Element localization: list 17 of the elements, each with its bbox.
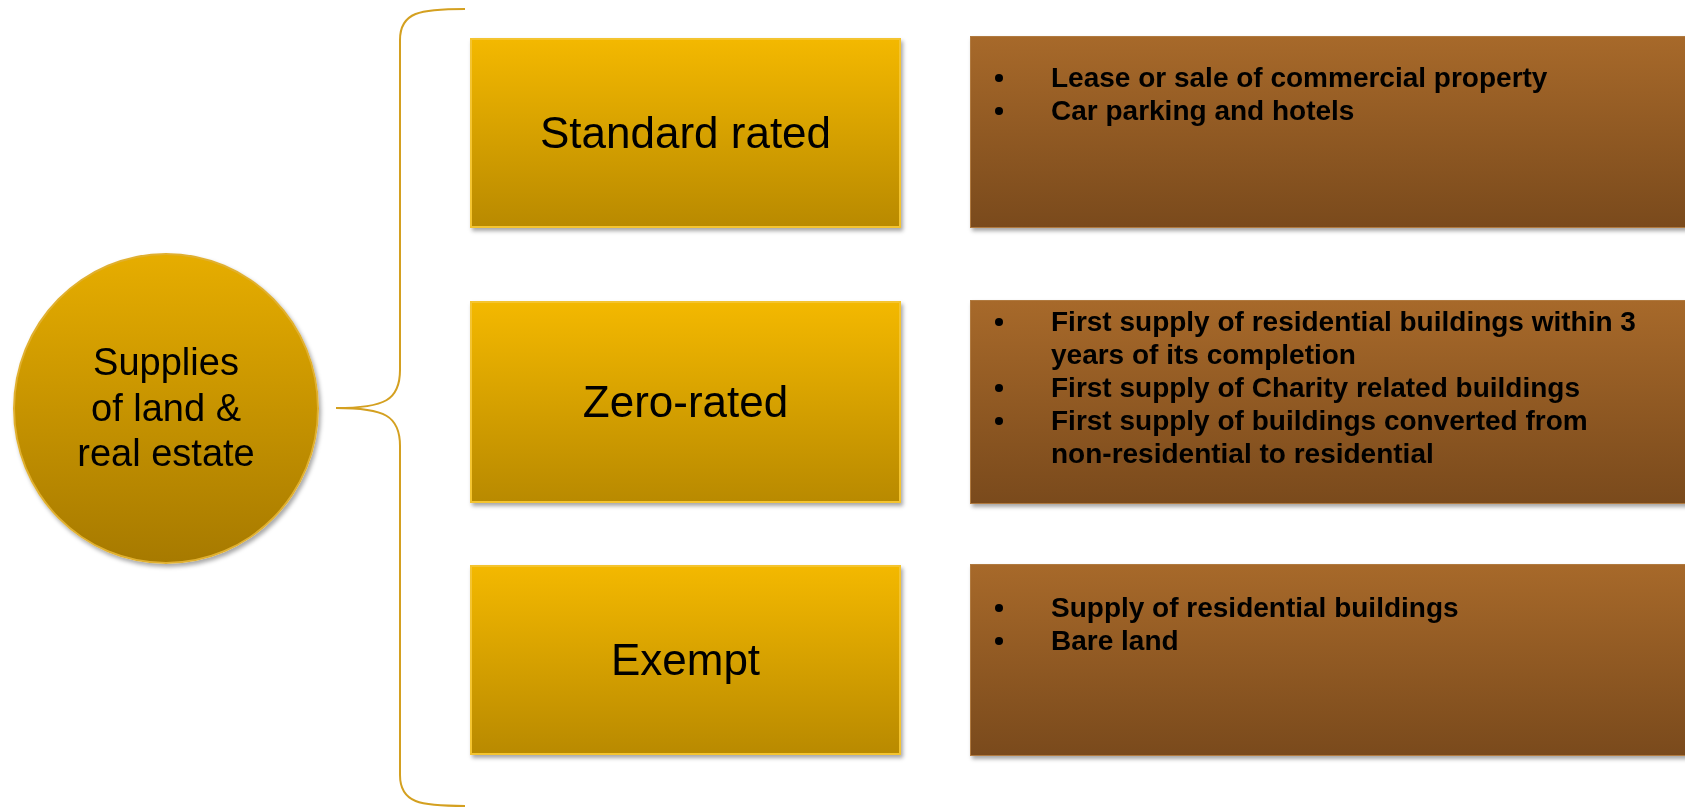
bullet-text: Lease or sale of commercial property [1051, 61, 1549, 95]
category-label: Standard rated [539, 108, 832, 158]
bullet-text: Supply of residential buildings [1051, 591, 1460, 625]
category-box [470, 301, 901, 503]
description-box [970, 300, 1685, 504]
category-label: Exempt [610, 635, 761, 685]
bullet-text: Car parking and hotels [1051, 94, 1356, 128]
bullet-text: Bare land [1051, 624, 1180, 658]
category-box [470, 565, 901, 755]
bullet-text: First supply of residential buildings within 3 years of its completion [1051, 305, 1637, 372]
category-box [470, 38, 901, 228]
description-box [970, 564, 1685, 756]
bullet-text: First supply of Charity related buildings [1051, 371, 1581, 405]
category-label: Zero-rated [582, 377, 789, 427]
topic-label: Supplies of land & real estate [76, 340, 256, 477]
description-box [970, 36, 1685, 228]
bullet-text: First supply of buildings converted from non-residential to residential [1051, 404, 1589, 471]
